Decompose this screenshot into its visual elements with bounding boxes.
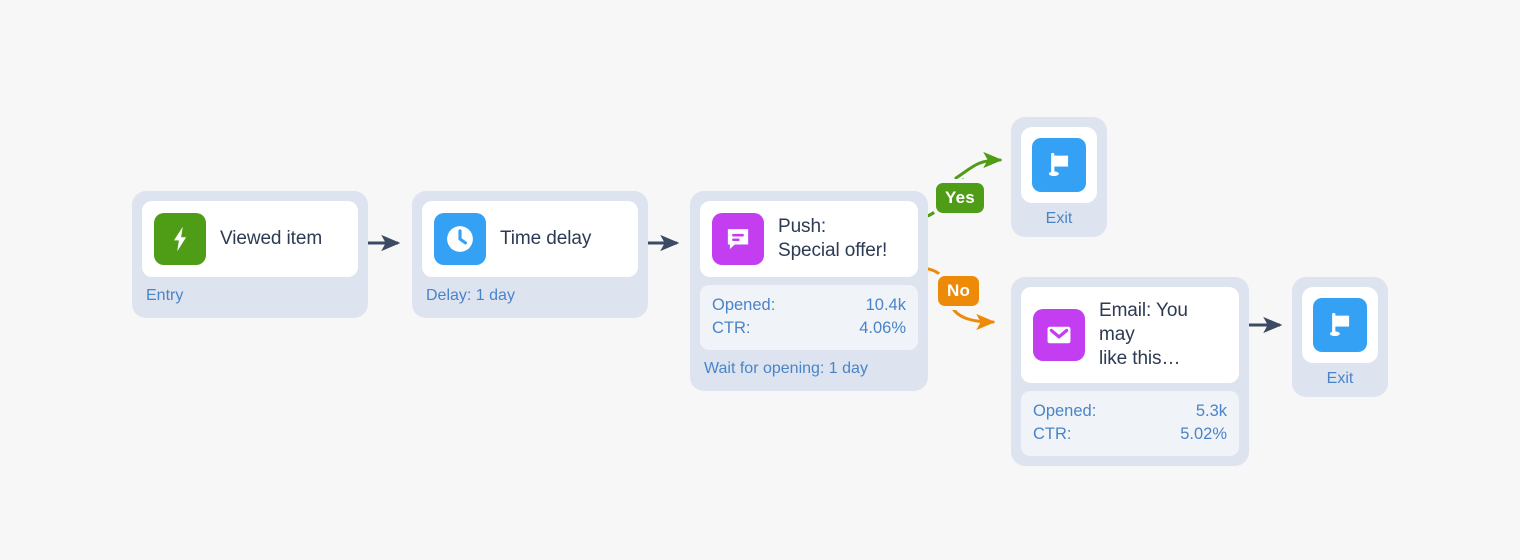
node-push-special-offer[interactable]: Push: Special offer! Opened: 10.4k CTR: … [690, 191, 928, 391]
node-email-stats: Opened: 5.3k CTR: 5.02% [1021, 391, 1239, 456]
branch-badge-no[interactable]: No [938, 276, 980, 306]
flag-icon [1032, 138, 1086, 192]
node-push-header: Push: Special offer! [700, 201, 918, 277]
push-message-icon [712, 213, 764, 265]
node-viewed-item-title: Viewed item [220, 228, 323, 249]
node-viewed-item-footer: Entry [146, 287, 184, 304]
stat-value: 5.02% [1180, 425, 1227, 443]
clock-icon [434, 213, 486, 265]
lightning-bolt-icon [154, 213, 206, 265]
node-exit-bottom[interactable]: Exit [1292, 277, 1388, 397]
stat-label: CTR: [712, 319, 751, 337]
stat-label: Opened: [712, 296, 776, 314]
node-viewed-item[interactable]: Viewed item Entry [132, 191, 368, 318]
stat-row: CTR: 5.02% [1033, 423, 1227, 446]
stat-value: 10.4k [865, 296, 906, 314]
node-push-footer: Wait for opening: 1 day [704, 360, 868, 377]
node-email-you-may-like-this[interactable]: Email: You may like this… Opened: 5.3k C… [1011, 277, 1249, 466]
node-time-delay-title: Time delay [500, 228, 592, 249]
stat-value: 4.06% [859, 319, 906, 337]
exit-top-label: Exit [1045, 210, 1073, 227]
stat-label: CTR: [1033, 425, 1072, 443]
node-viewed-item-header: Viewed item [142, 201, 358, 277]
node-time-delay-header: Time delay [422, 201, 638, 277]
node-email-header: Email: You may like this… [1021, 287, 1239, 383]
node-push-stats: Opened: 10.4k CTR: 4.06% [700, 285, 918, 350]
branch-badge-yes[interactable]: Yes [936, 183, 984, 213]
exit-top-plate [1021, 127, 1097, 203]
stat-row: Opened: 10.4k [712, 294, 906, 317]
node-time-delay-footer: Delay: 1 day [426, 287, 515, 304]
node-email-title: Email: You may like this… [1099, 300, 1188, 369]
exit-bottom-label: Exit [1326, 370, 1354, 387]
stat-value: 5.3k [1195, 402, 1227, 420]
node-push-title: Push: Special offer! [778, 216, 888, 261]
stat-row: Opened: 5.3k [1033, 400, 1227, 423]
node-exit-top[interactable]: Exit [1011, 117, 1107, 237]
envelope-icon [1033, 309, 1085, 361]
stat-row: CTR: 4.06% [712, 317, 906, 340]
exit-bottom-plate [1302, 287, 1378, 363]
node-time-delay[interactable]: Time delay Delay: 1 day [412, 191, 648, 318]
stat-label: Opened: [1033, 402, 1097, 420]
flag-icon [1313, 298, 1367, 352]
